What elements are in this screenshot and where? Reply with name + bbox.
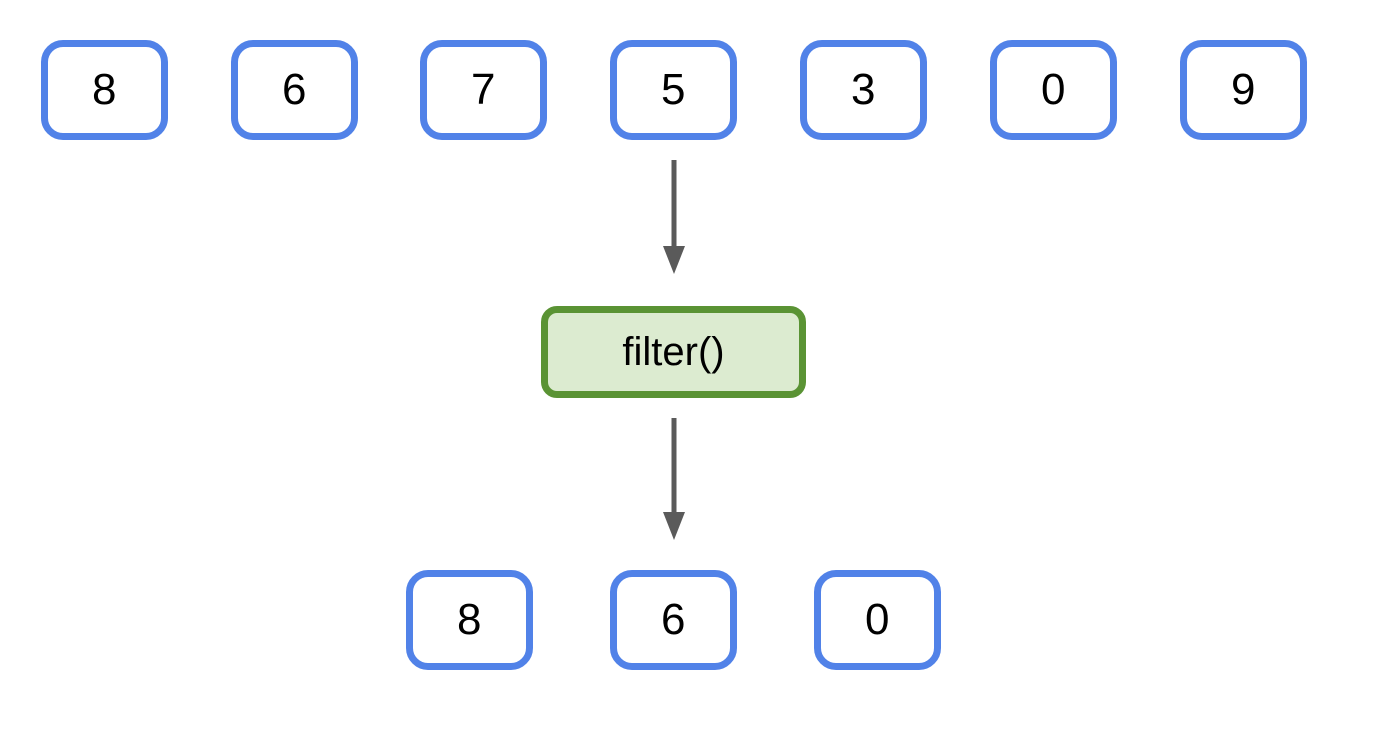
output-item-value: 8	[457, 595, 482, 644]
input-sequence-item[interactable]: 7	[420, 40, 547, 140]
input-sequence-item[interactable]: 6	[231, 40, 358, 140]
arrow-head	[663, 246, 685, 274]
output-sequence-item[interactable]: 0	[814, 570, 941, 670]
input-sequence-item[interactable]: 5	[610, 40, 737, 140]
input-sequence-item[interactable]: 8	[41, 40, 168, 140]
output-sequence-item[interactable]: 6	[610, 570, 737, 670]
output-item-value: 6	[661, 595, 686, 644]
input-sequence-item[interactable]: 3	[800, 40, 927, 140]
input-item-value: 5	[661, 65, 686, 114]
input-item-value: 7	[471, 65, 496, 114]
arrow-input-to-filter	[663, 160, 685, 274]
output-sequence-item[interactable]: 8	[406, 570, 533, 670]
arrow-filter-to-output	[663, 418, 685, 540]
input-item-value: 0	[1041, 65, 1066, 114]
input-item-value: 6	[282, 65, 307, 114]
arrow-head	[663, 512, 685, 540]
input-sequence-item[interactable]: 0	[990, 40, 1117, 140]
input-item-value: 3	[851, 65, 876, 114]
input-item-value: 9	[1231, 65, 1256, 114]
filter-operation-label: filter()	[622, 330, 725, 374]
input-item-value: 8	[92, 65, 117, 114]
output-item-value: 0	[865, 595, 890, 644]
input-sequence-item[interactable]: 9	[1180, 40, 1307, 140]
filter-operation-node[interactable]: filter()	[541, 306, 806, 398]
